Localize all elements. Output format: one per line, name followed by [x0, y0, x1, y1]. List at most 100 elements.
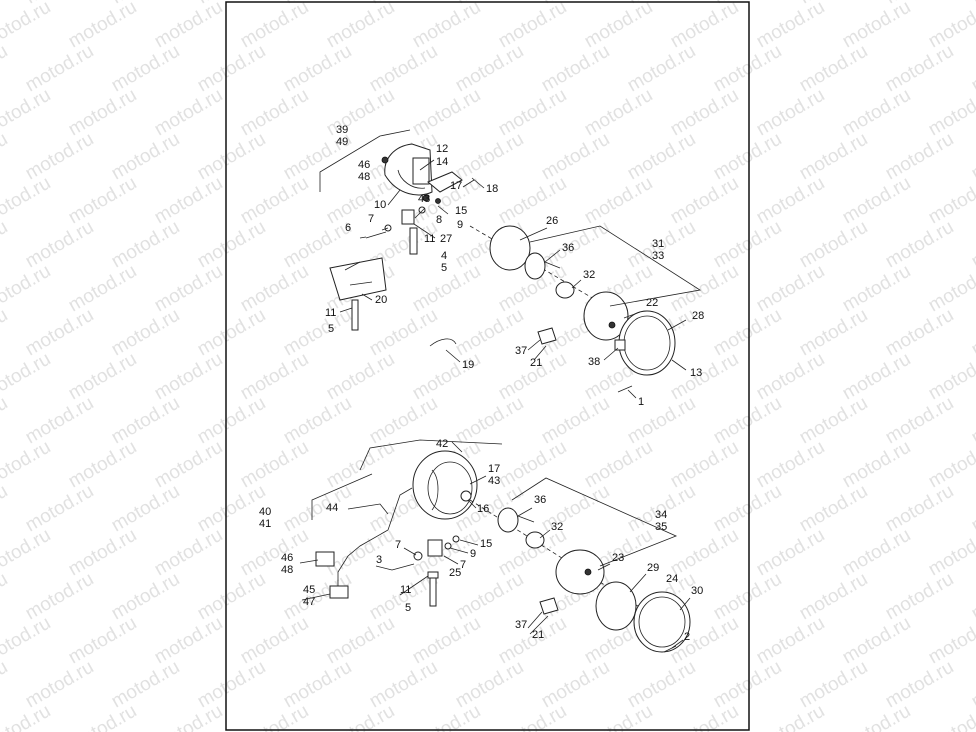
watermark-text: motod.ru [65, 437, 140, 493]
watermark-text: motod.ru [753, 525, 828, 581]
callout-4: 4 [441, 250, 447, 262]
watermark-text: motod.ru [667, 349, 742, 405]
housing-mount [412, 157, 430, 185]
watermark-text: motod.ru [839, 85, 914, 141]
watermark-text: motod.ru [796, 129, 871, 185]
screw-1 [617, 385, 633, 393]
lower-headlamp-assembly [311, 439, 691, 653]
watermark-text: motod.ru [452, 657, 527, 713]
watermark-text: motod.ru [280, 305, 355, 361]
watermark-text: motod.ru [495, 701, 570, 732]
watermark-text: motod.ru [667, 701, 742, 732]
nut-7b [413, 551, 423, 561]
watermark-text: motod.ru [710, 305, 785, 361]
watermark-text: motod.ru [151, 349, 226, 405]
watermark-text: motod.ru [452, 393, 527, 449]
watermark-text: motod.ru [624, 393, 699, 449]
housing-rib [431, 469, 439, 511]
watermark-text: motod.ru [65, 0, 140, 52]
clamp-25 [427, 539, 443, 557]
callout-37b: 37 [515, 619, 527, 631]
watermark-text: motod.ru [409, 613, 484, 669]
watermark-text: motod.ru [753, 85, 828, 141]
watermark-text: motod.ru [667, 173, 742, 229]
watermark-text: motod.ru [65, 85, 140, 141]
callout-43b: 43 [488, 475, 500, 487]
watermark-text: motod.ru [323, 613, 398, 669]
watermark-text: motod.ru [151, 85, 226, 141]
watermark-text: motod.ru [194, 569, 269, 625]
callout-34: 34 [655, 509, 667, 521]
watermark-text: motod.ru [194, 217, 269, 273]
wiring-harness [337, 487, 413, 592]
watermark-text: motod.ru [495, 0, 570, 52]
watermark-text: motod.ru [710, 393, 785, 449]
callout-38: 38 [588, 356, 600, 368]
callout-13: 13 [690, 367, 702, 379]
bracket-line-40 [311, 473, 373, 520]
watermark-text: motod.ru [366, 657, 441, 713]
watermark-text: motod.ru [366, 305, 441, 361]
washer-8 [418, 206, 426, 214]
callout-16: 16 [477, 503, 489, 515]
watermark-text: motod.ru [108, 305, 183, 361]
watermark-text: motod.ru [796, 305, 871, 361]
callout-11: 11 [424, 233, 435, 245]
screw-46 [381, 156, 389, 164]
callout-26: 26 [546, 215, 558, 227]
watermark-text: motod.ru [667, 525, 742, 581]
watermark-text: motod.ru [452, 129, 527, 185]
watermark-text: motod.ru [151, 701, 226, 732]
trim-ring-30-inner [638, 596, 686, 648]
bracket-line-34 [511, 477, 678, 567]
watermark-text: motod.ru [280, 481, 355, 537]
watermark-text: motod.ru [280, 393, 355, 449]
diagram-frame [225, 1, 750, 731]
watermark-text: motod.ru [925, 437, 976, 493]
watermark-text: motod.ru [0, 613, 54, 669]
watermark-text: motod.ru [194, 393, 269, 449]
watermark-text: motod.ru [452, 569, 527, 625]
watermark-text: motod.ru [796, 393, 871, 449]
watermark-text: motod.ru [0, 349, 54, 405]
watermark-text: motod.ru [968, 129, 976, 185]
watermark-text: motod.ru [323, 349, 398, 405]
watermark-text: motod.ru [409, 349, 484, 405]
socket-wire [544, 261, 561, 269]
watermark-text: motod.ru [710, 569, 785, 625]
washer-15b [452, 535, 460, 543]
watermark-text: motod.ru [409, 701, 484, 732]
watermark-text: motod.ru [925, 261, 976, 317]
mount-bracket-20 [329, 257, 387, 301]
watermark-text: motod.ru [882, 41, 957, 97]
watermark-text: motod.ru [624, 657, 699, 713]
watermark-text: motod.ru [194, 657, 269, 713]
watermark-text: motod.ru [65, 613, 140, 669]
watermark-text: motod.ru [0, 0, 54, 52]
watermark-text: motod.ru [753, 349, 828, 405]
trim-ring-28 [618, 310, 676, 376]
watermark-text: motod.ru [796, 569, 871, 625]
bulb-32-lower [525, 531, 545, 549]
watermark-text: motod.ru [194, 41, 269, 97]
bolt-5-lower [429, 577, 437, 607]
callout-39: 39 [336, 124, 348, 136]
watermark-text: motod.ru [280, 657, 355, 713]
callout-44: 44 [326, 502, 338, 514]
watermark-text: motod.ru [710, 41, 785, 97]
bracket-detail [344, 261, 373, 286]
watermark-text: motod.ru [753, 0, 828, 52]
socket-36-upper [524, 252, 546, 280]
watermark-text: motod.ru [753, 173, 828, 229]
watermark-text: motod.ru [194, 129, 269, 185]
watermark-text: motod.ru [839, 525, 914, 581]
watermark-text: motod.ru [0, 129, 11, 185]
wire-19 [429, 338, 457, 347]
watermark-text: motod.ru [108, 217, 183, 273]
watermark-text: motod.ru [0, 657, 11, 713]
watermark-text: motod.ru [667, 0, 742, 52]
watermark-text: motod.ru [581, 0, 656, 52]
callout-20: 20 [375, 294, 387, 306]
watermark-text: motod.ru [22, 41, 97, 97]
